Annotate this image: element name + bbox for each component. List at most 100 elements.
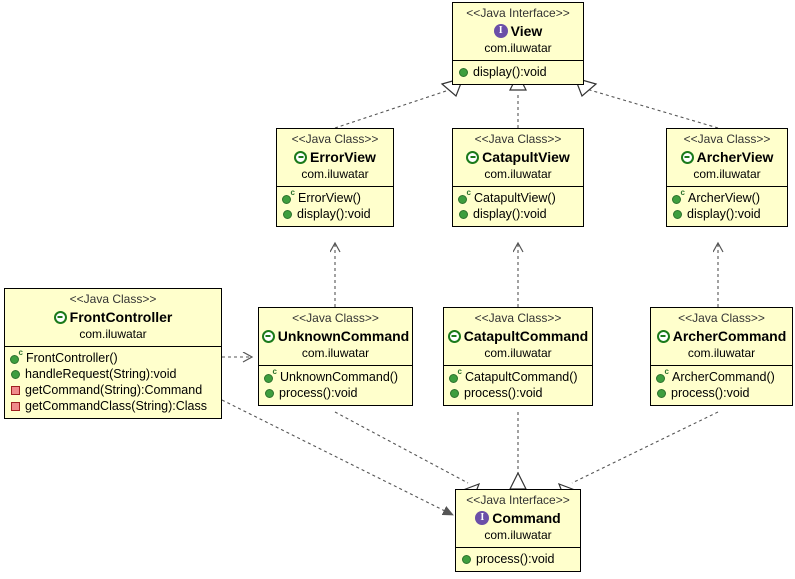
member-label: process():void: [476, 552, 555, 566]
node-catapultcommand[interactable]: <<Java Class>> CatapultCommand com.iluwa…: [443, 307, 593, 406]
edge-errorview-view: [334, 87, 456, 129]
member-row: process():void: [449, 385, 587, 401]
node-catapultcommand-title: CatapultCommand: [463, 328, 589, 344]
public-method-icon: [450, 388, 459, 398]
node-unknowncommand-package: com.iluwatar: [301, 346, 370, 360]
member-row: c FrontController(): [10, 348, 216, 366]
node-command-members: process():void: [456, 548, 580, 571]
node-catapultcommand-members: c CatapultCommand() process():void: [444, 366, 592, 405]
member-label: CatapultCommand(): [465, 370, 578, 384]
member-row: c ArcherView(): [672, 188, 782, 206]
public-method-icon: [462, 554, 471, 564]
member-label: ArcherCommand(): [672, 370, 775, 384]
node-errorview[interactable]: <<Java Class>> ErrorView com.iluwatar c …: [276, 128, 394, 227]
node-view-header: <<Java Interface>> I View com.iluwatar: [453, 3, 583, 61]
member-label: display():void: [473, 207, 547, 221]
member-row: c UnknownCommand(): [264, 367, 407, 385]
class-icon: [261, 329, 275, 343]
public-method-icon: [283, 209, 292, 219]
node-frontcontroller-members: c FrontController() handleRequest(String…: [5, 347, 221, 418]
node-command-package: com.iluwatar: [484, 528, 552, 542]
member-label: display():void: [473, 65, 547, 79]
interface-icon: I: [475, 511, 490, 525]
node-catapultview[interactable]: <<Java Class>> CatapultView com.iluwatar…: [452, 128, 584, 227]
node-archercommand-members: c ArcherCommand() process():void: [651, 366, 792, 405]
node-catapultview-package: com.iluwatar: [484, 167, 552, 181]
class-icon: [447, 329, 461, 343]
class-icon: [466, 150, 480, 164]
node-catapultview-members: c CatapultView() display():void: [453, 187, 583, 226]
class-icon: [680, 150, 694, 164]
node-catapultview-stereotype: <<Java Class>>: [474, 132, 562, 146]
node-archercommand-header: <<Java Class>> ArcherCommand com.iluwata…: [651, 308, 792, 366]
member-row: handleRequest(String):void: [10, 366, 216, 382]
node-catapultcommand-stereotype: <<Java Class>>: [474, 311, 562, 325]
class-icon: [53, 310, 67, 324]
node-view-members: display():void: [453, 61, 583, 84]
node-archercommand-package: com.iluwatar: [687, 346, 756, 360]
node-frontcontroller-stereotype: <<Java Class>>: [69, 292, 157, 306]
member-label: process():void: [671, 386, 750, 400]
member-row: display():void: [282, 206, 388, 222]
node-command[interactable]: <<Java Interface>> I Command com.iluwata…: [455, 489, 581, 572]
node-archerview-package: com.iluwatar: [693, 167, 761, 181]
node-view-title: View: [510, 23, 543, 39]
node-view-stereotype: <<Java Interface>>: [466, 6, 570, 20]
node-archerview-stereotype: <<Java Class>>: [683, 132, 771, 146]
node-command-stereotype: <<Java Interface>>: [466, 493, 570, 507]
node-catapultview-header: <<Java Class>> CatapultView com.iluwatar: [453, 129, 583, 187]
node-unknowncommand-title: UnknownCommand: [277, 328, 410, 344]
member-label: FrontController(): [26, 351, 118, 365]
constructor-icon: c: [449, 367, 462, 383]
member-label: display():void: [687, 207, 761, 221]
node-catapultcommand-header: <<Java Class>> CatapultCommand com.iluwa…: [444, 308, 592, 366]
node-archercommand[interactable]: <<Java Class>> ArcherCommand com.iluwata…: [650, 307, 793, 406]
node-frontcontroller-package: com.iluwatar: [79, 327, 147, 341]
node-frontcontroller[interactable]: <<Java Class>> FrontController com.iluwa…: [4, 288, 222, 419]
public-method-icon: [673, 209, 682, 219]
node-errorview-header: <<Java Class>> ErrorView com.iluwatar: [277, 129, 393, 187]
node-view[interactable]: <<Java Interface>> I View com.iluwatar d…: [452, 2, 584, 85]
node-unknowncommand-members: c UnknownCommand() process():void: [259, 366, 412, 405]
constructor-icon: c: [10, 348, 23, 364]
member-label: getCommand(String):Command: [25, 383, 203, 397]
public-method-icon: [11, 369, 20, 379]
constructor-icon: c: [458, 188, 471, 204]
public-method-icon: [657, 388, 666, 398]
node-unknowncommand-header: <<Java Class>> UnknownCommand com.iluwat…: [259, 308, 412, 366]
node-archerview-members: c ArcherView() display():void: [667, 187, 787, 226]
node-archerview[interactable]: <<Java Class>> ArcherView com.iluwatar c…: [666, 128, 788, 227]
member-label: process():void: [464, 386, 543, 400]
member-label: ArcherView(): [688, 191, 761, 205]
member-row: process():void: [656, 385, 787, 401]
member-label: ErrorView(): [298, 191, 361, 205]
member-row: display():void: [672, 206, 782, 222]
member-row: c ErrorView(): [282, 188, 388, 206]
node-frontcontroller-header: <<Java Class>> FrontController com.iluwa…: [5, 289, 221, 347]
node-view-package: com.iluwatar: [484, 41, 552, 55]
member-label: getCommandClass(String):Class: [25, 399, 208, 413]
node-unknowncommand[interactable]: <<Java Class>> UnknownCommand com.iluwat…: [258, 307, 413, 406]
public-method-icon: [265, 388, 274, 398]
node-archerview-title: ArcherView: [696, 149, 774, 165]
member-label: display():void: [297, 207, 371, 221]
member-row: c CatapultCommand(): [449, 367, 587, 385]
node-command-title: Command: [492, 510, 561, 526]
constructor-icon: c: [264, 367, 277, 383]
member-row: c ArcherCommand(): [656, 367, 787, 385]
class-icon: [294, 150, 308, 164]
node-unknowncommand-stereotype: <<Java Class>>: [292, 311, 379, 325]
member-row: display():void: [458, 64, 578, 80]
private-method-icon: [11, 401, 20, 411]
member-label: process():void: [279, 386, 358, 400]
node-archercommand-title: ArcherCommand: [672, 328, 787, 344]
node-catapultcommand-package: com.iluwatar: [484, 346, 552, 360]
node-command-header: <<Java Interface>> I Command com.iluwata…: [456, 490, 580, 548]
arrowhead-catapultcommand-command: [509, 471, 527, 490]
node-archercommand-stereotype: <<Java Class>>: [678, 311, 765, 325]
constructor-icon: c: [282, 188, 295, 204]
member-label: CatapultView(): [474, 191, 556, 205]
edge-archercommand-command: [571, 411, 719, 484]
edge-unknowncommand-command: [334, 411, 469, 484]
private-method-icon: [11, 385, 20, 395]
